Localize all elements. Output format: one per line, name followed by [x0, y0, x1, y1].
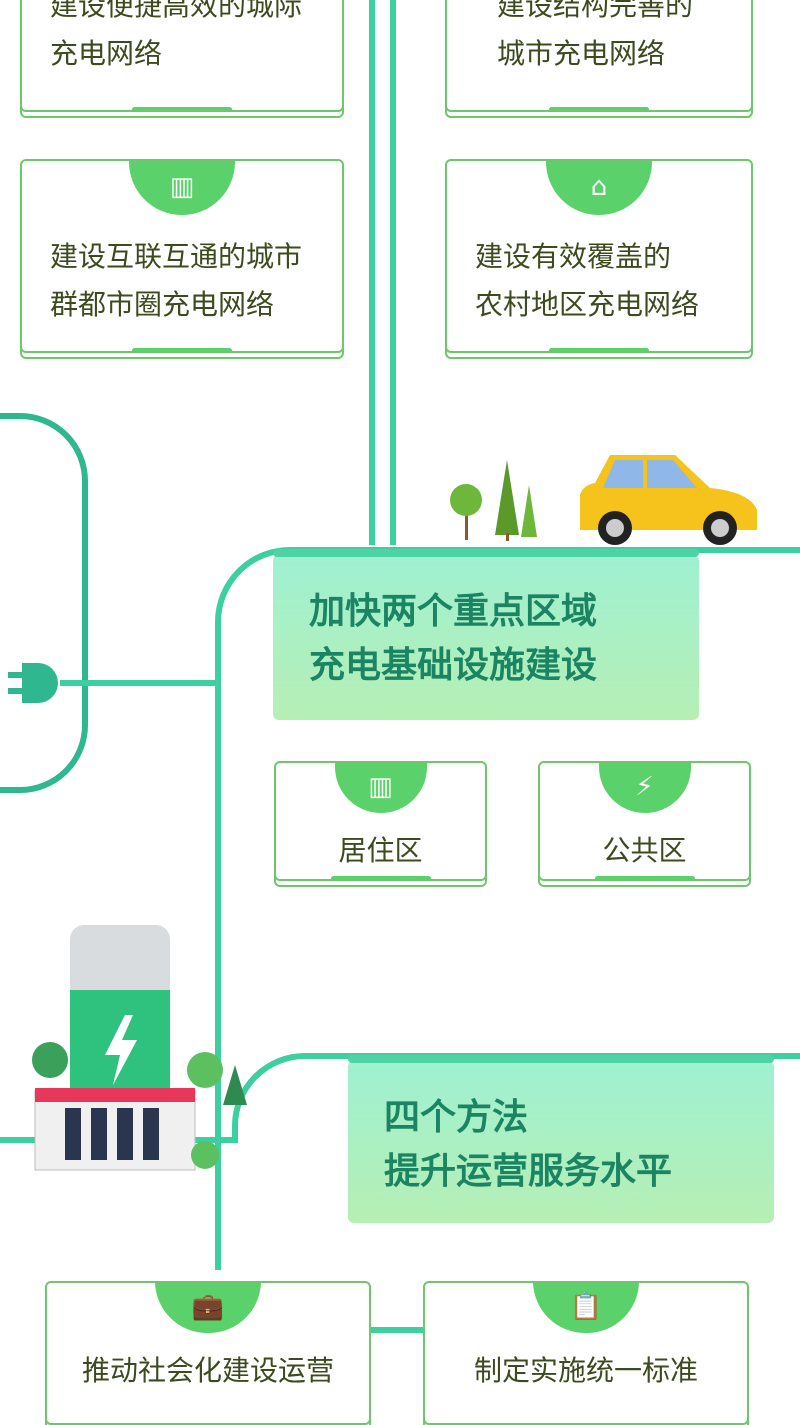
title-line: 四个方法 — [384, 1097, 529, 1138]
battery-station-illustration — [32, 925, 247, 1171]
card-bar — [549, 348, 649, 351]
section-title-methods: 四个方法提升运营服务水平 — [348, 1055, 774, 1223]
card-intercity-network: 建设便捷高效的城际充电网络 — [20, 0, 344, 112]
card-text: 城市充电网络 — [497, 37, 666, 70]
card-bar — [330, 876, 431, 879]
card-city-network: 建设结构完善的城市充电网络 — [445, 0, 753, 112]
trees-illustration — [450, 460, 537, 541]
card-text: 建设互联互通的城市 — [50, 240, 303, 273]
residential-icon: ▥ — [334, 763, 427, 813]
card-text: 群都市圈充电网络 — [50, 288, 275, 321]
clipboard-icon: 📋 — [533, 1283, 639, 1333]
card-text: 农村地区充电网络 — [475, 288, 700, 321]
title-line: 提升运营服务水平 — [384, 1151, 673, 1192]
card-metro-network: ▥ 建设互联互通的城市群都市圈充电网络 — [20, 159, 344, 353]
title-line: 充电基础设施建设 — [309, 645, 598, 686]
card-text: 建设结构完善的 — [497, 0, 694, 22]
card-text: 建设有效覆盖的 — [475, 240, 672, 273]
car-illustration — [580, 455, 757, 545]
card-bar — [132, 107, 232, 110]
card-bar — [549, 107, 649, 110]
buildings-icon: ▥ — [129, 161, 235, 215]
section-title-key-areas: 加快两个重点区域充电基础设施建设 — [273, 549, 699, 720]
card-rural-network: ⌂ 建设有效覆盖的农村地区充电网络 — [445, 159, 753, 353]
card-residential: ▥居住区 — [274, 761, 487, 881]
card-unified-standards: 📋制定实施统一标准 — [423, 1281, 749, 1425]
briefcase-icon: 💼 — [155, 1283, 261, 1333]
card-socialized-operation: 💼推动社会化建设运营 — [45, 1281, 371, 1425]
plug-icon — [8, 663, 58, 703]
house-icon: ⌂ — [546, 161, 652, 215]
charging-station-icon: ⚡ — [598, 763, 691, 813]
card-public: ⚡公共区 — [538, 761, 751, 881]
title-line: 加快两个重点区域 — [309, 591, 598, 632]
card-text: 充电网络 — [50, 37, 163, 70]
card-bar — [132, 348, 232, 351]
card-bar — [594, 876, 695, 879]
card-text: 建设便捷高效的城际 — [50, 0, 303, 22]
